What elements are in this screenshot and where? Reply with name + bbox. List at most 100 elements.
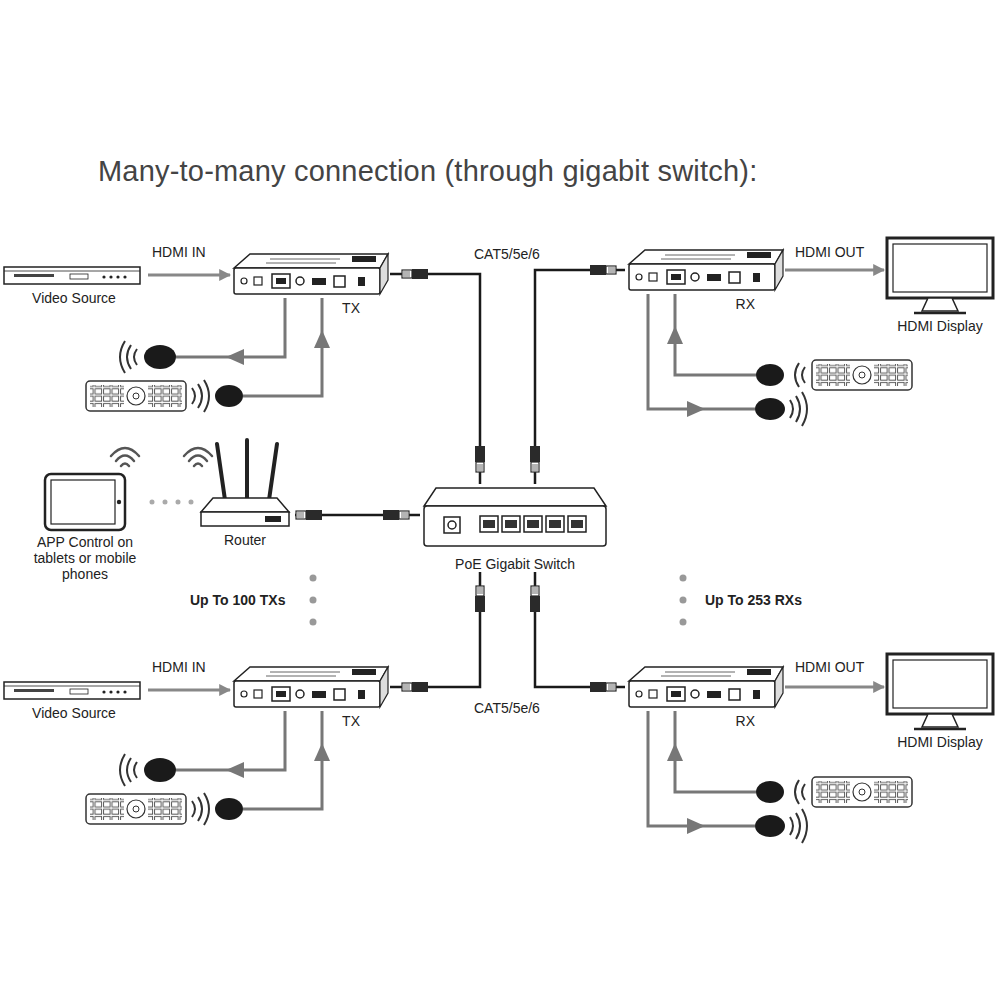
icon-part <box>380 254 388 294</box>
icon-part <box>571 520 583 528</box>
ir-set <box>648 711 912 843</box>
icon-part <box>380 667 388 707</box>
icon-part <box>109 690 112 693</box>
icon-part <box>241 278 247 284</box>
icon-part <box>123 275 126 278</box>
icon-part <box>102 275 105 278</box>
edge-label: CAT5/5e/6 <box>472 246 542 262</box>
network-cable <box>535 572 625 687</box>
icon-part <box>217 440 277 500</box>
device-label: Video Source <box>0 705 148 721</box>
icon-part <box>505 520 517 528</box>
ext-icon <box>625 663 785 711</box>
icon-part <box>649 690 657 698</box>
icon-part <box>671 691 681 697</box>
icon-part <box>116 275 119 278</box>
icon-part <box>636 274 642 280</box>
icon-part <box>629 250 783 264</box>
icon-part <box>234 268 380 294</box>
rj45-plug <box>530 586 540 612</box>
icon-part <box>14 689 54 692</box>
icon-part <box>254 690 262 698</box>
icon-part <box>747 252 771 258</box>
icon-part <box>546 516 564 532</box>
rj45-plug <box>590 265 616 275</box>
network-cable <box>390 572 480 687</box>
icon-part <box>234 254 388 268</box>
ext-device: TX <box>230 663 390 729</box>
icon-part <box>312 691 326 698</box>
diagram-title: Many-to-many connection (through gigabit… <box>98 155 757 188</box>
icon-part <box>747 669 771 675</box>
player-icon <box>0 262 148 288</box>
icon-part <box>914 312 966 315</box>
ir-set <box>648 294 912 426</box>
icon-part <box>661 255 735 259</box>
wifi-symbol <box>111 448 139 466</box>
hdmi-arrow <box>148 274 230 277</box>
player-icon <box>0 677 148 703</box>
device-label: APP Control on tablets or mobile phones <box>18 534 152 582</box>
switch-device: PoE Gigabit Switch <box>420 484 610 572</box>
device-label: Router <box>195 532 295 548</box>
player-device: Video Source <box>0 677 148 721</box>
icon-part <box>887 238 993 298</box>
icon-part <box>4 267 140 284</box>
icon-part <box>352 256 376 262</box>
icon-part <box>775 250 783 290</box>
icon-part <box>502 516 520 532</box>
icon-part <box>102 690 105 693</box>
icon-part <box>914 728 966 731</box>
icon-part <box>4 682 140 699</box>
icon-part <box>272 687 290 701</box>
rj45-plug <box>402 269 428 279</box>
device-label: RX <box>625 713 785 729</box>
icon-part <box>4 271 140 272</box>
tv-icon <box>884 652 996 732</box>
hdmi-arrow <box>785 269 884 272</box>
edge-label: CAT5/5e/6 <box>472 700 542 716</box>
icon-part <box>296 277 304 285</box>
edge-label: HDMI OUT <box>793 659 866 675</box>
icon-part <box>691 690 699 698</box>
ext-device: RX <box>625 246 785 312</box>
ext-device: RX <box>625 663 785 729</box>
icon-part <box>51 480 115 524</box>
icon-part <box>234 667 388 681</box>
icon-part <box>729 689 740 700</box>
icon-part <box>671 274 681 280</box>
device-label: HDMI Display <box>884 734 996 750</box>
icon-part <box>629 681 775 707</box>
tablet-device: APP Control on tablets or mobile phones <box>18 472 152 582</box>
rj45-plug <box>475 446 485 472</box>
icon-part <box>667 687 685 701</box>
ir-set <box>86 298 330 412</box>
edge-label: HDMI IN <box>150 244 208 260</box>
icon-part <box>201 498 289 512</box>
icon-part <box>14 274 54 277</box>
tablet-icon <box>18 472 152 532</box>
icon-part <box>729 272 740 283</box>
icon-part <box>201 512 289 526</box>
icon-part <box>887 654 993 714</box>
icon-part <box>45 474 125 530</box>
ext-icon <box>230 663 390 711</box>
ellipsis-dots <box>310 575 687 626</box>
icon-part <box>109 275 112 278</box>
hdmi-arrow <box>785 686 884 689</box>
icon-part <box>4 686 140 687</box>
icon-part <box>123 690 126 693</box>
icon-part <box>334 689 345 700</box>
icon-part <box>667 270 685 284</box>
player-device: Video Source <box>0 262 148 306</box>
tv-icon <box>884 236 996 316</box>
icon-part <box>753 690 760 699</box>
edge-label: HDMI OUT <box>793 244 866 260</box>
icon-part <box>424 506 606 546</box>
tv-device: HDMI Display <box>884 236 996 334</box>
count-note: Up To 253 RXs <box>705 592 802 608</box>
icon-part <box>922 714 958 727</box>
icon-part <box>241 691 247 697</box>
icon-part <box>568 516 586 532</box>
